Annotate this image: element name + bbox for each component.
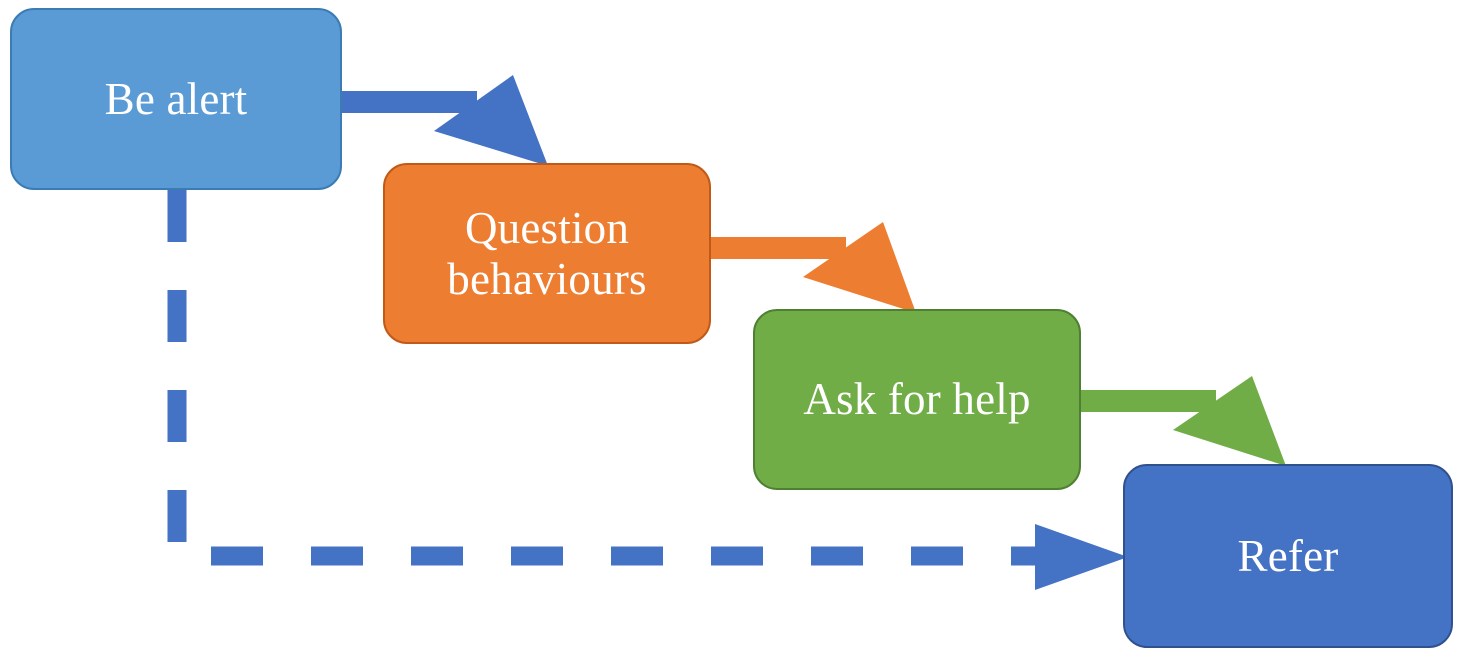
node-ask-for-help[interactable]: Ask for help [753,309,1081,490]
connector-line-orange [706,237,846,259]
connector-arrowhead-green [1173,376,1286,466]
node-be-alert-label: Be alert [104,73,248,124]
connector-arrowhead-dashed-blue [1035,524,1128,590]
node-be-alert[interactable]: Be alert [10,8,342,190]
connector-be-alert-to-question-behaviours [337,75,548,166]
connector-question-behaviours-to-ask-for-help [706,222,916,313]
node-question-behaviours[interactable]: Question behaviours [383,163,711,344]
connector-arrowhead-blue [434,75,548,166]
connector-arrowhead-orange [803,222,916,313]
node-question-behaviours-label: Question behaviours [447,203,647,304]
connector-line-green [1076,390,1216,412]
connector-be-alert-to-refer [167,190,1128,590]
connector-ask-for-help-to-refer [1076,376,1286,466]
connector-line-blue [337,91,477,113]
node-ask-for-help-label: Ask for help [803,374,1031,425]
node-refer-label: Refer [1237,530,1339,581]
node-refer[interactable]: Refer [1123,464,1453,648]
connector-dashed-path [167,190,1040,566]
